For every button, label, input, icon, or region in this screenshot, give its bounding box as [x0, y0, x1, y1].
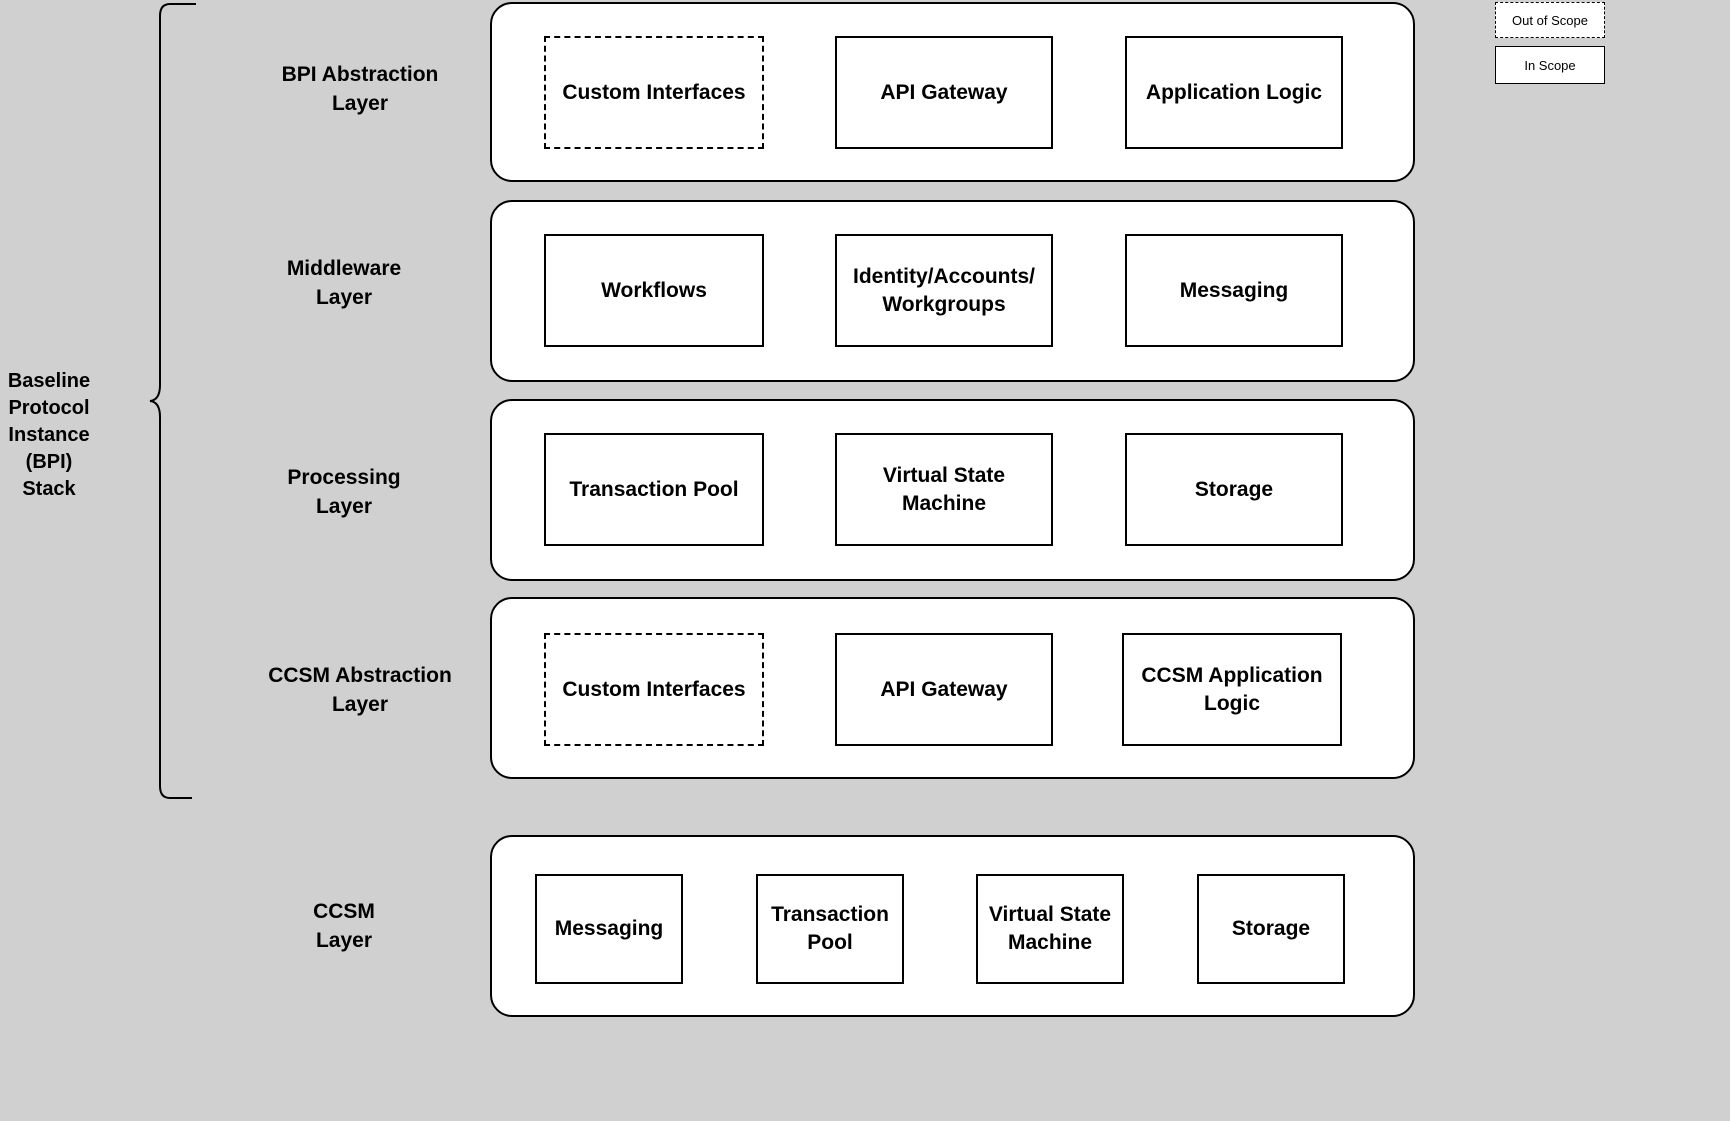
layer-container-bpi-abstraction: Custom Interfaces API Gateway Applicatio…: [490, 2, 1415, 182]
component-custom-interfaces-ccsm[interactable]: Custom Interfaces: [544, 633, 764, 746]
layer-container-ccsm: Messaging Transaction Pool Virtual State…: [490, 835, 1415, 1017]
component-api-gateway-bpi[interactable]: API Gateway: [835, 36, 1053, 149]
layer-label-ccsm-abstraction: CCSM Abstraction Layer: [268, 664, 452, 716]
component-ccsm-application-logic[interactable]: CCSM Application Logic: [1122, 633, 1342, 746]
layer-label-processing: Processing Layer: [287, 466, 401, 518]
layer-label-bpi-abstraction: BPI Abstraction Layer: [281, 63, 439, 115]
component-custom-interfaces-bpi[interactable]: Custom Interfaces: [544, 36, 764, 149]
layer-container-middleware: Workflows Identity/Accounts/ Workgroups …: [490, 200, 1415, 382]
component-application-logic-bpi[interactable]: Application Logic: [1125, 36, 1343, 149]
bpi-stack-brace-icon: [149, 3, 196, 799]
component-virtual-state-machine-ccsm[interactable]: Virtual State Machine: [976, 874, 1124, 984]
component-workflows[interactable]: Workflows: [544, 234, 764, 347]
component-storage-processing[interactable]: Storage: [1125, 433, 1343, 546]
layer-container-ccsm-abstraction: Custom Interfaces API Gateway CCSM Appli…: [490, 597, 1415, 779]
layer-label-middleware: Middleware Layer: [286, 257, 402, 309]
bpi-stack-bracket-label: Baseline Protocol Instance (BPI) Stack: [7, 370, 91, 500]
component-storage-ccsm[interactable]: Storage: [1197, 874, 1345, 984]
component-api-gateway-ccsm[interactable]: API Gateway: [835, 633, 1053, 746]
component-messaging-ccsm[interactable]: Messaging: [535, 874, 683, 984]
legend-in-scope: In Scope: [1495, 46, 1605, 84]
legend-out-of-scope: Out of Scope: [1495, 2, 1605, 38]
layer-container-processing: Transaction Pool Virtual State Machine S…: [490, 399, 1415, 581]
component-virtual-state-machine-processing[interactable]: Virtual State Machine: [835, 433, 1053, 546]
component-identity-accounts-workgroups[interactable]: Identity/Accounts/ Workgroups: [835, 234, 1053, 347]
component-transaction-pool-processing[interactable]: Transaction Pool: [544, 433, 764, 546]
component-messaging-middleware[interactable]: Messaging: [1125, 234, 1343, 347]
component-transaction-pool-ccsm[interactable]: Transaction Pool: [756, 874, 904, 984]
layer-label-ccsm: CCSM Layer: [313, 900, 375, 952]
